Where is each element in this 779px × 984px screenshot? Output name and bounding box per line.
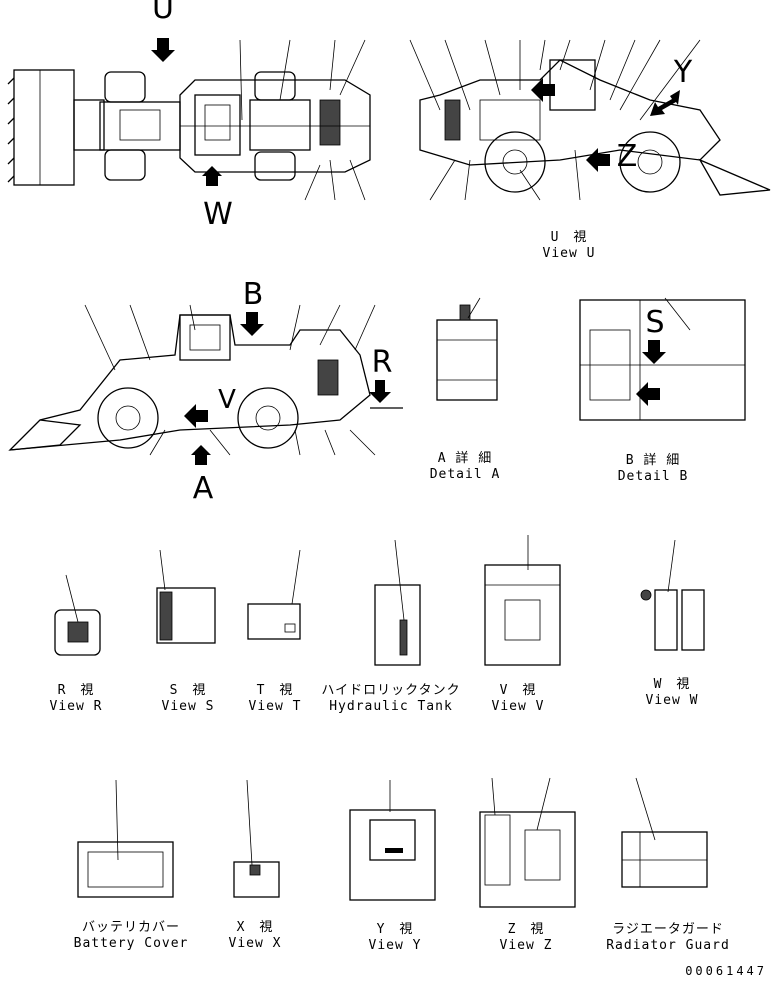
drawing-number: 00061447 [685, 964, 767, 978]
arrow-b [240, 312, 264, 336]
detail-b-drawing [579, 299, 746, 421]
caption-view-z: Z 視 View Z [500, 922, 553, 954]
caption-view-s-en: View S [161, 699, 215, 714]
arrow-v [184, 404, 208, 428]
caption-view-w-jp: W 視 [653, 677, 691, 692]
caption-view-y-jp: Y 視 [376, 922, 414, 937]
caption-view-r-jp: R 視 [57, 683, 95, 698]
letter-a: A [192, 471, 214, 506]
caption-radiator-guard-jp: ラジエータガード [612, 922, 724, 937]
view-r-drawing [54, 609, 101, 656]
caption-view-u-jp: U 視 [550, 230, 588, 245]
letter-v: V [218, 385, 236, 415]
caption-radiator-guard: ラジエータガード Radiator Guard [606, 922, 730, 954]
detail-a-drawing [436, 304, 498, 401]
letter-y: Y [673, 55, 693, 90]
letter-w: W [203, 197, 233, 232]
caption-hydraulic-tank-en: Hydraulic Tank [329, 699, 453, 714]
caption-view-v: V 視 View V [492, 683, 545, 715]
view-z-drawing [479, 811, 576, 908]
caption-battery-cover-en: Battery Cover [73, 936, 189, 951]
view-s-drawing [156, 587, 216, 644]
caption-view-v-en: View V [491, 699, 545, 714]
caption-view-r: R 視 View R [50, 683, 103, 715]
caption-view-t: T 視 View T [249, 683, 302, 715]
arrow-r [369, 380, 391, 403]
caption-view-t-en: View T [248, 699, 302, 714]
caption-hydraulic-tank-jp: ハイドロリックタンク [321, 683, 461, 698]
top-view-loader [7, 69, 371, 186]
caption-view-w: W 視 View W [646, 677, 699, 709]
caption-view-s-jp: S 視 [169, 683, 207, 698]
caption-detail-b: B 詳 細 Detail B [618, 453, 689, 485]
view-w-drawing [640, 589, 705, 651]
battery-cover-drawing [77, 841, 174, 898]
caption-detail-a-jp: A 詳 細 [437, 451, 493, 466]
caption-view-u-en: View U [542, 246, 596, 261]
view-x-drawing [233, 861, 280, 898]
arrow-w [202, 166, 222, 186]
caption-detail-a-en: Detail A [429, 467, 501, 482]
side-view-rear [419, 59, 771, 196]
caption-battery-cover: バッテリカバー Battery Cover [74, 920, 189, 952]
arrow-z [586, 148, 610, 172]
caption-view-x-en: View X [228, 936, 282, 951]
caption-view-y: Y 視 View Y [369, 922, 422, 954]
letter-z: Z [616, 139, 638, 174]
arrow-a [191, 445, 211, 465]
view-y-drawing [349, 809, 436, 901]
arrows [151, 38, 680, 465]
radiator-guard-drawing [621, 831, 708, 888]
caption-view-z-jp: Z 視 [507, 922, 545, 937]
caption-view-x-jp: X 視 [236, 920, 274, 935]
letter-b: B [242, 277, 264, 312]
caption-view-w-en: View W [645, 693, 699, 708]
caption-detail-b-en: Detail B [617, 469, 689, 484]
caption-view-x: X 視 View X [229, 920, 282, 952]
view-t-drawing [247, 603, 301, 640]
letter-u: U [152, 0, 174, 26]
arrow-s [642, 340, 666, 364]
arrow-y [650, 90, 680, 116]
caption-view-r-en: View R [49, 699, 103, 714]
caption-view-s: S 視 View S [162, 683, 215, 715]
arrow-u [151, 38, 175, 62]
caption-battery-cover-jp: バッテリカバー [81, 920, 180, 935]
caption-view-v-jp: V 視 [499, 683, 537, 698]
letter-r: R [371, 345, 393, 380]
caption-detail-a: A 詳 細 Detail A [430, 451, 501, 483]
view-v-drawing [484, 564, 561, 666]
arrow-side [531, 78, 555, 102]
caption-detail-b-jp: B 詳 細 [625, 453, 681, 468]
arrow-s2 [636, 382, 660, 406]
caption-hydraulic-tank: ハイドロリックタンク Hydraulic Tank [321, 683, 460, 715]
view-hydraulic-tank-drawing [374, 584, 421, 666]
leader-lines [65, 39, 701, 866]
caption-radiator-guard-en: Radiator Guard [606, 938, 730, 953]
caption-view-t-jp: T 視 [256, 683, 294, 698]
caption-view-z-en: View Z [499, 938, 553, 953]
caption-view-u: U 視 View U [543, 230, 596, 262]
caption-view-y-en: View Y [368, 938, 422, 953]
side-view-main [8, 314, 403, 451]
letter-s: S [645, 305, 665, 340]
